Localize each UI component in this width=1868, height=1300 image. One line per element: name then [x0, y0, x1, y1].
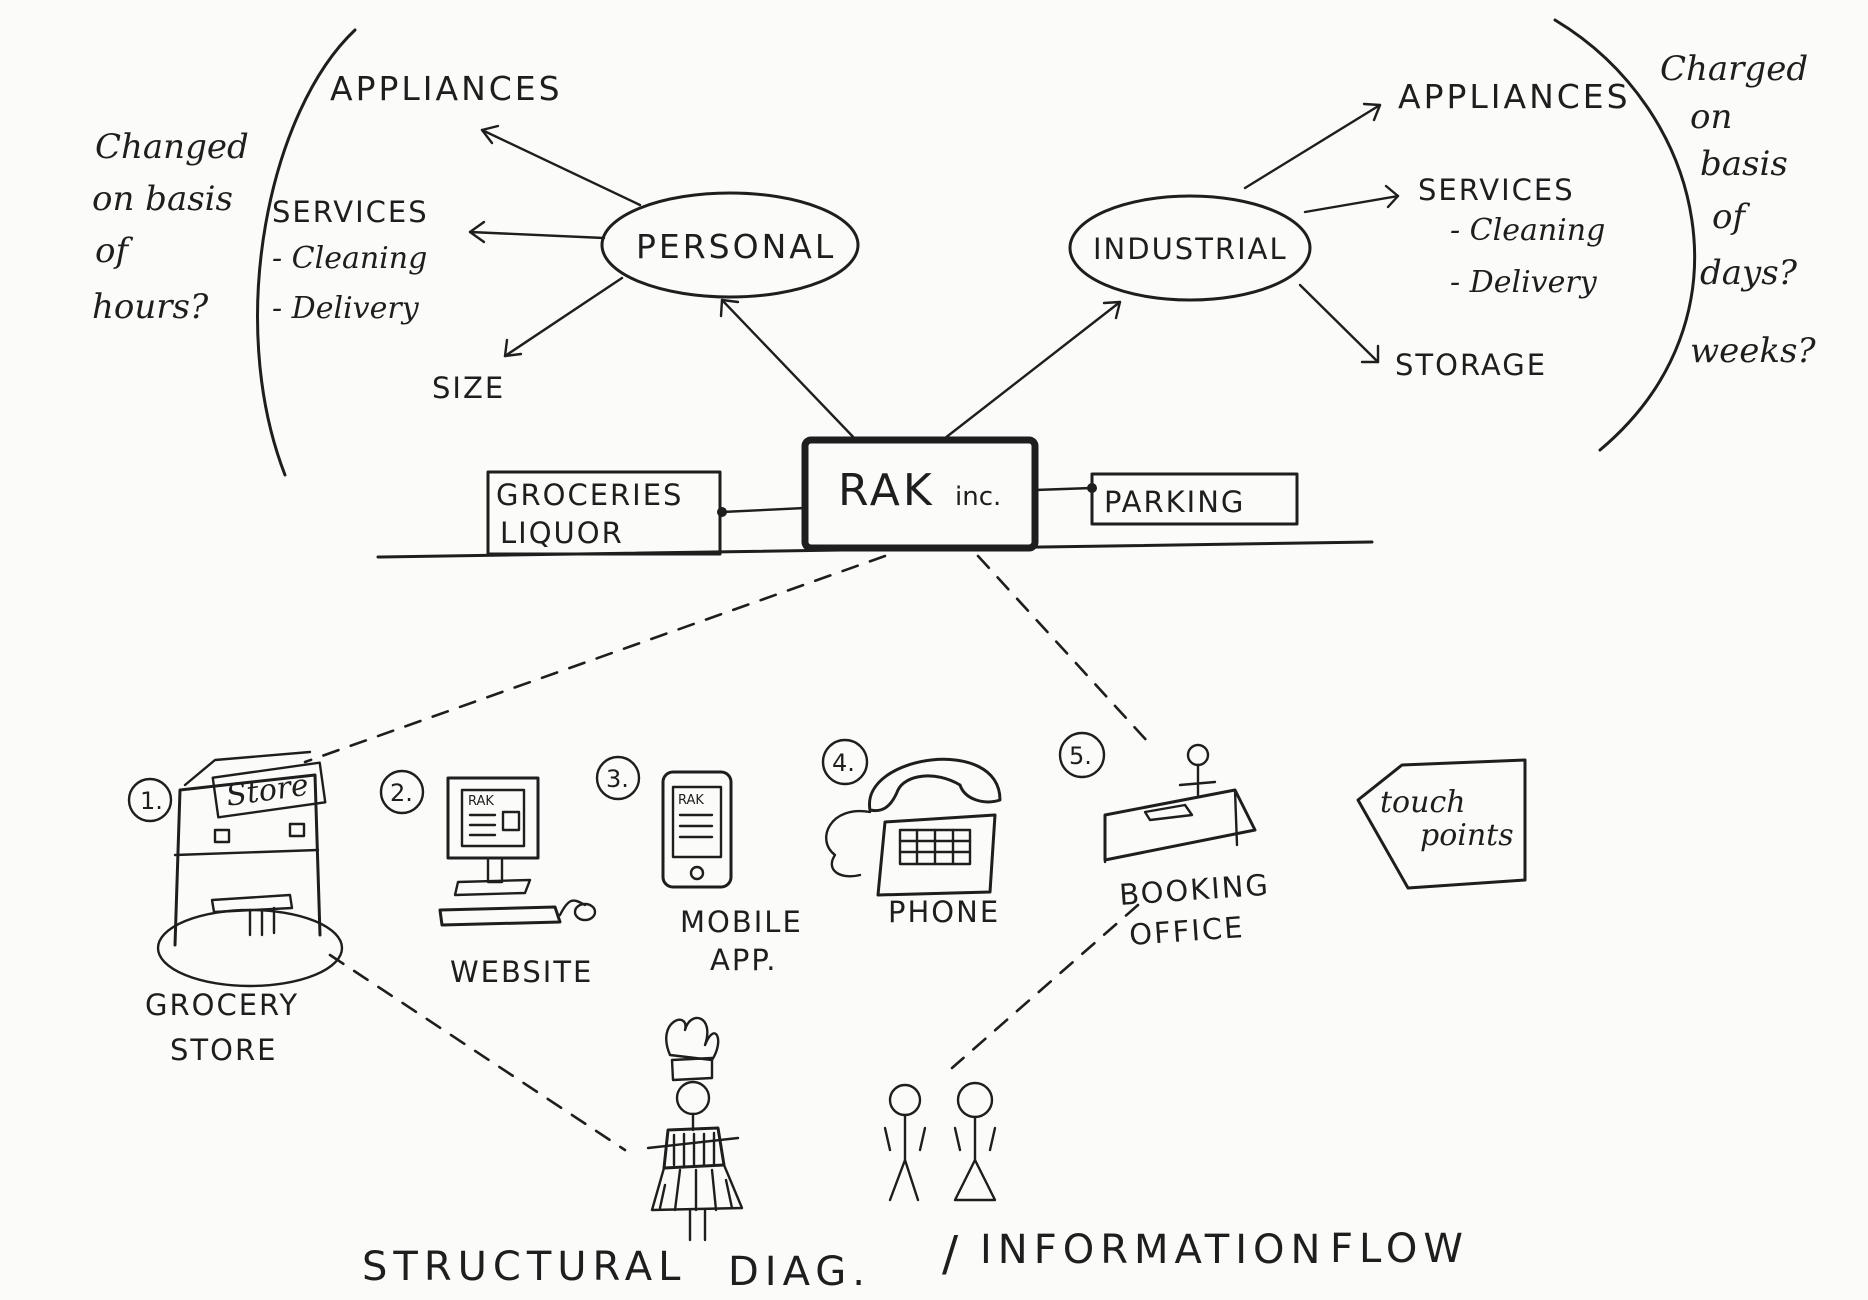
- number-badge: [1058, 731, 1106, 779]
- number-badge: [127, 777, 173, 823]
- smartphone-icon: [661, 770, 733, 889]
- touchpoint-booking-office: 5. BOOKING OFFICE: [1058, 731, 1271, 952]
- svg-text:Charged: Charged: [1660, 49, 1808, 89]
- industrial-arrows: [1243, 102, 1400, 364]
- personal-cleaning: - Cleaning: [272, 241, 427, 276]
- title-diag: DIAG.: [728, 1249, 871, 1295]
- phone-body-icon: [876, 813, 997, 897]
- industrial-storage: STORAGE: [1395, 348, 1547, 382]
- person-figure-right: [953, 1081, 997, 1202]
- svg-text:5.: 5.: [1069, 742, 1092, 770]
- keyboard-icon: [438, 905, 562, 927]
- svg-text:BOOKING: BOOKING: [1118, 868, 1271, 912]
- desk-icon: [1103, 788, 1257, 862]
- svg-text:OFFICE: OFFICE: [1128, 910, 1245, 952]
- industrial-appliances: APPLIANCES: [1398, 77, 1631, 116]
- svg-text:2.: 2.: [390, 779, 413, 807]
- svg-text:WEBSITE: WEBSITE: [450, 955, 593, 989]
- svg-text:APP.: APP.: [710, 943, 778, 977]
- groceries-label: GROCERIES: [496, 478, 683, 512]
- number-badge: [595, 755, 641, 801]
- industrial-services: SERVICES: [1418, 173, 1575, 207]
- days-note: Charged on basis of days? weeks?: [1660, 49, 1816, 371]
- touchpoint-grocery-store: 1. Store GROCERY STORE: [127, 750, 344, 1067]
- svg-text:GROCERY: GROCERY: [145, 988, 299, 1022]
- touchpoints-note-line2: points: [1420, 818, 1514, 853]
- personal-delivery: - Delivery: [272, 291, 420, 326]
- number-badge: [379, 769, 425, 815]
- industrial-cleaning: - Cleaning: [1450, 213, 1605, 248]
- rak-hub-box: [801, 436, 1039, 552]
- svg-text:of: of: [95, 231, 133, 271]
- liquor-label: LIQUOR: [500, 516, 624, 550]
- industrial-label: INDUSTRIAL: [1093, 232, 1288, 266]
- rak-suffix: inc.: [955, 482, 1001, 512]
- personal-size: SIZE: [432, 371, 505, 405]
- hub-arrows: [719, 298, 1122, 444]
- personal-label: PERSONAL: [636, 227, 836, 266]
- handset-icon: [868, 757, 1002, 813]
- svg-text:weeks?: weeks?: [1690, 331, 1816, 371]
- right-bracket: [1553, 18, 1696, 452]
- personal-node: [600, 191, 860, 299]
- mouse-icon: [573, 902, 597, 922]
- svg-text:of: of: [1712, 197, 1750, 237]
- person-figure-left: [883, 1083, 927, 1202]
- parking-box: [1090, 472, 1299, 526]
- clerk-icon: [1186, 743, 1210, 767]
- svg-text:3.: 3.: [606, 765, 629, 793]
- monitor-icon: [446, 776, 540, 860]
- touchpoints-note-line1: touch: [1380, 785, 1466, 820]
- title-slash: /: [942, 1226, 964, 1282]
- svg-text:RAK: RAK: [468, 794, 494, 809]
- hours-note: Changed on basis of hours?: [92, 127, 249, 327]
- svg-text:days?: days?: [1700, 253, 1798, 293]
- svg-text:STORE: STORE: [170, 1033, 277, 1067]
- touchpoints-tag: [1356, 758, 1527, 890]
- industrial-delivery: - Delivery: [1450, 265, 1598, 300]
- svg-text:1.: 1.: [140, 787, 163, 815]
- chef-hat-icon: [665, 1016, 720, 1062]
- svg-text:4.: 4.: [832, 749, 855, 777]
- personal-appliances: APPLIANCES: [330, 69, 563, 108]
- number-badge: [821, 738, 869, 786]
- svg-text:RAK: RAK: [678, 793, 704, 808]
- information-flow-lines: [303, 554, 1150, 1152]
- touchpoint-website: 2. RAK WEBSITE: [379, 769, 597, 989]
- title-information: INFORMATION: [980, 1227, 1326, 1273]
- svg-text:on basis: on basis: [92, 179, 233, 219]
- rak-name: RAK: [838, 465, 935, 516]
- svg-text:Changed: Changed: [95, 127, 249, 167]
- diagram-title: STRUCTURAL DIAG. / INFORMATION FLOW: [362, 1226, 1469, 1295]
- left-bracket: [256, 28, 357, 477]
- svg-text:hours?: hours?: [92, 287, 209, 327]
- personal-services: SERVICES: [272, 195, 429, 229]
- store-building-icon: [173, 773, 322, 947]
- chef-figure: [646, 1016, 744, 1242]
- personal-arrows: [468, 124, 642, 358]
- parking-label: PARKING: [1104, 485, 1245, 519]
- svg-text:PHONE: PHONE: [888, 895, 1000, 929]
- svg-text:MOBILE: MOBILE: [680, 905, 803, 939]
- touchpoint-mobile-app: 3. RAK MOBILE APP.: [595, 755, 803, 977]
- industrial-node: [1068, 194, 1312, 302]
- title-structural: STRUCTURAL: [362, 1244, 686, 1290]
- title-flow: FLOW: [1330, 1226, 1469, 1272]
- svg-text:basis: basis: [1700, 144, 1788, 184]
- svg-text:on: on: [1690, 97, 1732, 137]
- touchpoint-phone: 4. PHONE: [821, 738, 1002, 929]
- phone-cord-icon: [825, 809, 872, 878]
